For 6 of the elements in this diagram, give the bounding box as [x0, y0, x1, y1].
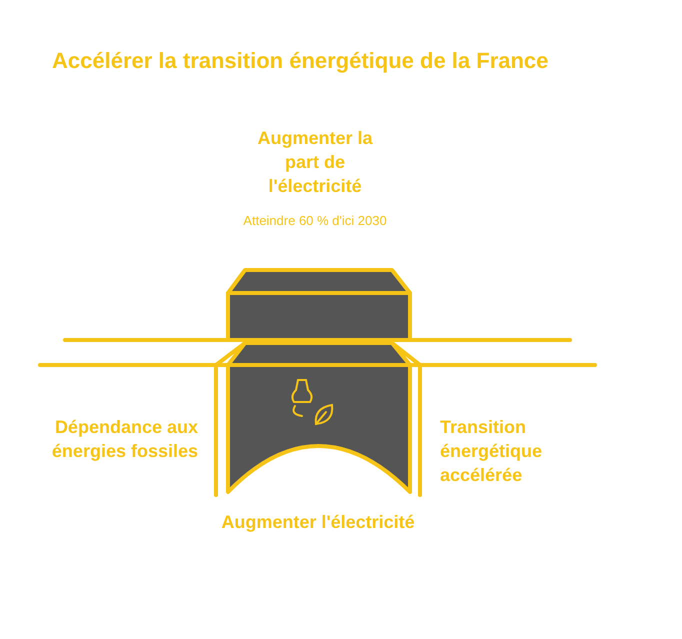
target-note: Atteindre 60 % d'ici 2030 — [242, 212, 388, 230]
bridge-caption: Augmenter l'électricité — [220, 512, 416, 533]
right-bank-label: Transition énergétique accélérée — [440, 416, 544, 487]
left-bank-label: Dépendance aux énergies fossiles — [50, 416, 198, 463]
bridge-top-heading: Augmenter la part de l'électricité — [256, 127, 374, 198]
diagram-title: Accélérer la transition énergétique de la France — [52, 48, 548, 74]
